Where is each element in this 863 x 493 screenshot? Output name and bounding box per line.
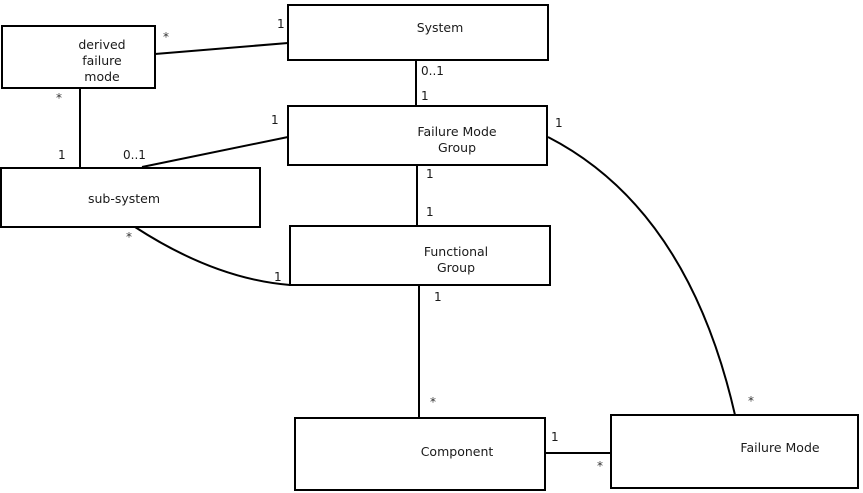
class-label-functional-group-line2: Group [437, 260, 475, 275]
class-box-rect [0, 167, 261, 228]
multiplicity-label-sub-system-down: * [126, 230, 132, 244]
multiplicity-label-failure-mode-left: * [597, 459, 603, 473]
class-label-derived-failure-mode-line2: failure [82, 53, 122, 68]
class-box-rect [610, 414, 859, 489]
class-box-rect [287, 4, 549, 61]
multiplicity-label-dfm-down: * [56, 91, 62, 105]
multiplicity-label-fg-down: 1 [434, 290, 442, 304]
class-box-rect [1, 25, 156, 89]
multiplicity-label-fmg-right: 1 [555, 116, 563, 130]
multiplicity-label-system-down: 0..1 [421, 64, 444, 78]
class-box-rect [289, 225, 551, 286]
multiplicity-label-fmg-up: 1 [421, 89, 429, 103]
multiplicity-label-fmg-down: 1 [426, 167, 434, 181]
class-box-failure-mode-group[interactable]: Failure Mode Group [287, 105, 548, 166]
class-label-failure-mode-group-line2: Group [438, 140, 476, 155]
multiplicity-label-component-up: * [430, 395, 436, 409]
multiplicity-label-sub-system-up: 1 [58, 148, 66, 162]
class-label-failure-mode: Failure Mode [740, 440, 819, 455]
multiplicity-label-dfm-to-system: * [163, 30, 169, 44]
association-sub-system-failure-mode-group [141, 136, 289, 168]
association-derived-failure-mode-system [154, 42, 289, 55]
multiplicity-label-sub-system-to-fmg: 0..1 [123, 148, 146, 162]
class-label-derived-failure-mode-line3: mode [84, 69, 120, 84]
class-box-derived-failure-mode[interactable]: derived failure mode [1, 25, 156, 89]
multiplicity-label-fg-left: 1 [274, 270, 282, 284]
class-box-rect [294, 417, 546, 491]
class-box-system[interactable]: System [287, 4, 549, 61]
multiplicity-layer: * 1 0..1 1 * 1 0..1 1 1 1 1 * 1 1 * 1 * … [56, 17, 754, 473]
class-box-component[interactable]: Component [294, 417, 546, 491]
association-failure-mode-group-failure-mode [547, 136, 736, 416]
class-label-failure-mode-group-line1: Failure Mode [417, 124, 496, 139]
class-box-rect [287, 105, 548, 166]
multiplicity-label-component-right: 1 [551, 430, 559, 444]
association-sub-system-functional-group [134, 226, 291, 286]
class-label-sub-system: sub-system [88, 191, 160, 206]
class-box-sub-system[interactable]: sub-system [0, 167, 261, 228]
class-box-failure-mode[interactable]: Failure Mode [610, 414, 859, 489]
association-layer [79, 42, 736, 454]
multiplicity-label-fmg-left: 1 [271, 113, 279, 127]
class-label-functional-group-line1: Functional [424, 244, 488, 259]
class-box-functional-group[interactable]: Functional Group [289, 225, 551, 286]
multiplicity-label-system-to-dfm: 1 [277, 17, 285, 31]
class-label-derived-failure-mode-line1: derived [78, 37, 125, 52]
multiplicity-label-fg-up: 1 [426, 205, 434, 219]
multiplicity-label-failure-mode-top: * [748, 394, 754, 408]
class-label-system: System [417, 20, 464, 35]
class-label-component: Component [421, 444, 494, 459]
